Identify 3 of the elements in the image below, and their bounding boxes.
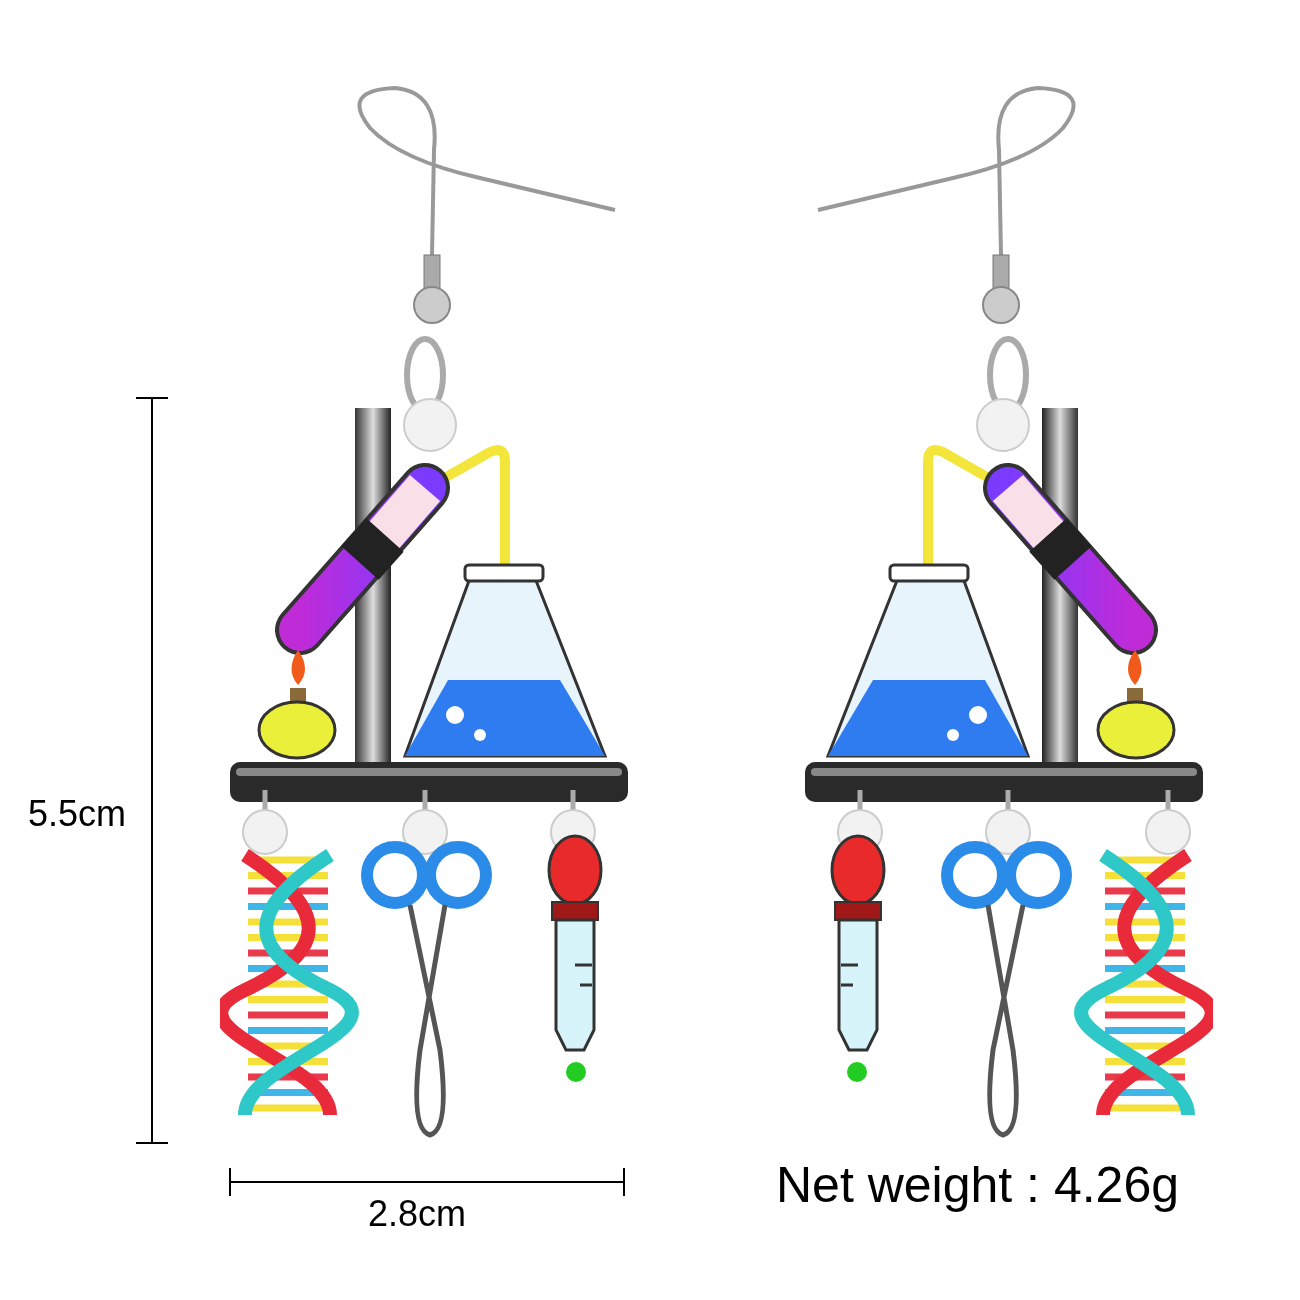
weight-label: Net weight : 4.26g <box>776 1160 1180 1210</box>
dimension-label: 5.5cm <box>28 796 127 832</box>
dimension-label: 2.8cm <box>368 1196 467 1232</box>
